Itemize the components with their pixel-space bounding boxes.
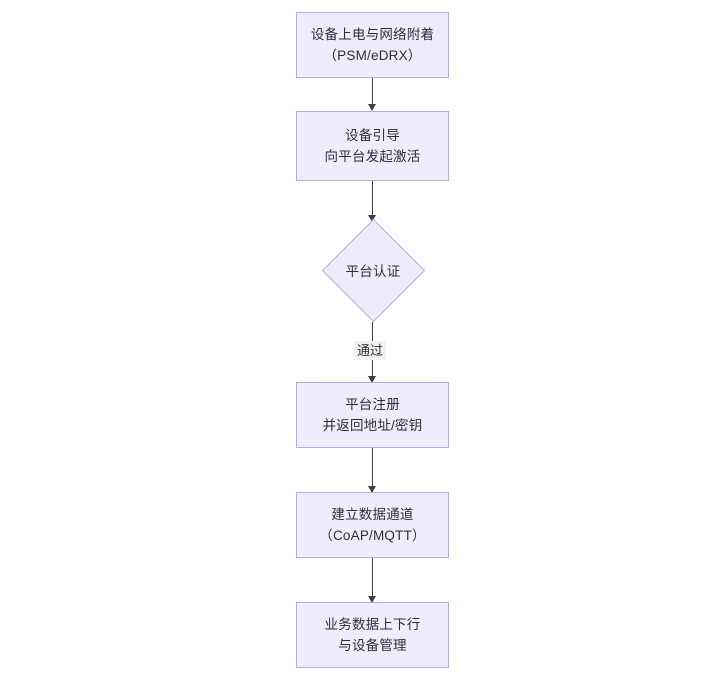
flow-edge-n5-n6-arrowhead: [368, 596, 376, 603]
flow-edge-n2-n3: [372, 181, 373, 222]
flow-node-platform-register-line2: 并返回地址/密钥: [322, 418, 423, 433]
flow-node-business-data[interactable]: 业务数据上下行 与设备管理: [296, 602, 449, 668]
flow-edge-n5-n6: [372, 558, 373, 602]
flow-node-device-bootstrap[interactable]: 设备引导 向平台发起激活: [296, 111, 449, 181]
flow-edge-n4-n5-arrowhead: [368, 486, 376, 493]
flow-node-device-power-on-line1: 设备上电与网络附着: [310, 27, 435, 42]
flow-node-platform-register-line1: 平台注册: [345, 397, 400, 412]
flow-node-business-data-line2: 与设备管理: [338, 638, 407, 653]
flow-node-platform-register[interactable]: 平台注册 并返回地址/密钥: [296, 382, 449, 448]
flow-node-device-bootstrap-line2: 向平台发起激活: [324, 149, 421, 164]
flow-node-device-power-on[interactable]: 设备上电与网络附着 （PSM/eDRX）: [296, 12, 449, 78]
flow-node-device-bootstrap-line1: 设备引导: [345, 128, 400, 143]
flow-node-business-data-line1: 业务数据上下行: [324, 617, 421, 632]
flow-node-data-channel-line2: （CoAP/MQTT）: [319, 528, 426, 543]
flow-edge-n3-n4-label: 通过: [354, 341, 387, 360]
flow-edge-n1-n2: [372, 78, 373, 107]
flow-node-data-channel-line1: 建立数据通道: [331, 507, 414, 522]
flow-edge-n1-n2-arrowhead: [368, 104, 376, 111]
flow-node-data-channel[interactable]: 建立数据通道 （CoAP/MQTT）: [296, 492, 449, 558]
flow-node-platform-auth[interactable]: 平台认证: [321, 218, 425, 322]
flow-edge-n4-n5: [372, 448, 373, 492]
flow-node-platform-auth-label: 平台认证: [345, 264, 401, 279]
flow-node-device-power-on-line2: （PSM/eDRX）: [323, 48, 422, 63]
flow-edge-n3-n4-arrowhead: [368, 376, 376, 383]
